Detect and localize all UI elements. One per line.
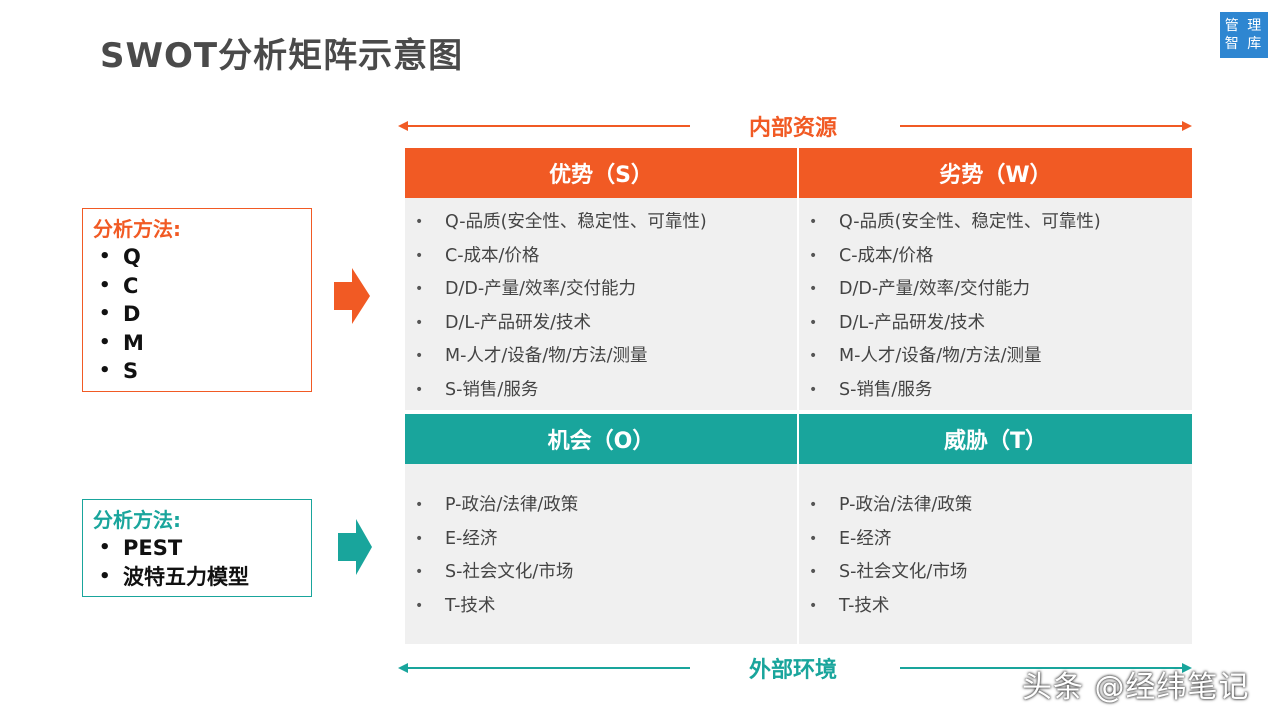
threat-item: P-政治/法律/政策 <box>799 489 1192 523</box>
weakness-item: S-销售/服务 <box>799 374 1192 408</box>
opportunity-item: S-社会文化/市场 <box>405 556 797 590</box>
weakness-item: D/D-产量/效率/交付能力 <box>799 273 1192 307</box>
external-axis-label: 外部环境 <box>748 658 837 683</box>
threat-item: S-社会文化/市场 <box>799 556 1192 590</box>
opportunities-header: 机会（O） <box>405 414 797 464</box>
internal-method-item: Q <box>93 243 301 272</box>
weakness-item: D/L-产品研发/技术 <box>799 307 1192 341</box>
internal-method-item: S <box>93 357 301 386</box>
strength-item: M-人才/设备/物/方法/测量 <box>405 340 797 374</box>
external-method-item: PEST <box>93 534 301 563</box>
external-arrow-icon <box>338 519 372 575</box>
external-method-heading: 分析方法: <box>93 508 181 532</box>
weakness-item: M-人才/设备/物/方法/测量 <box>799 340 1192 374</box>
internal-axis-arrows <box>398 121 1192 131</box>
threats-header: 威胁（T） <box>799 414 1192 464</box>
internal-method-item: M <box>93 329 301 358</box>
internal-method-item: D <box>93 300 301 329</box>
opportunities-cell: P-政治/法律/政策 E-经济 S-社会文化/市场 T-技术 <box>405 464 797 644</box>
strength-item: S-销售/服务 <box>405 374 797 408</box>
weakness-item: Q-品质(安全性、稳定性、可靠性) <box>799 206 1192 240</box>
page-title: SWOT分析矩阵示意图 <box>100 36 464 76</box>
weaknesses-cell: Q-品质(安全性、稳定性、可靠性) C-成本/价格 D/D-产量/效率/交付能力… <box>799 198 1192 410</box>
strengths-header: 优势（S） <box>405 148 797 198</box>
external-axis-arrows <box>398 663 1192 673</box>
external-method-box: 分析方法: PEST 波特五力模型 <box>82 499 312 597</box>
internal-axis-label: 内部资源 <box>748 116 837 141</box>
threats-cell: P-政治/法律/政策 E-经济 S-社会文化/市场 T-技术 <box>799 464 1192 644</box>
strengths-cell: Q-品质(安全性、稳定性、可靠性) C-成本/价格 D/D-产量/效率/交付能力… <box>405 198 797 410</box>
threat-item: T-技术 <box>799 590 1192 624</box>
brand-logo: 管 理 智 库 <box>1220 12 1268 58</box>
internal-method-box: 分析方法: Q C D M S <box>82 208 312 392</box>
logo-line-2: 智 库 <box>1224 36 1264 52</box>
internal-method-heading: 分析方法: <box>93 217 181 241</box>
strength-item: Q-品质(安全性、稳定性、可靠性) <box>405 206 797 240</box>
strength-item: D/D-产量/效率/交付能力 <box>405 273 797 307</box>
opportunity-item: T-技术 <box>405 590 797 624</box>
weakness-item: C-成本/价格 <box>799 240 1192 274</box>
opportunity-item: P-政治/法律/政策 <box>405 489 797 523</box>
external-method-item: 波特五力模型 <box>93 563 301 592</box>
internal-arrow-icon <box>334 268 370 324</box>
watermark-text: 头条 @经纬笔记 <box>1022 670 1250 705</box>
internal-method-item: C <box>93 272 301 301</box>
weaknesses-header: 劣势（W） <box>799 148 1192 198</box>
threat-item: E-经济 <box>799 523 1192 557</box>
opportunity-item: E-经济 <box>405 523 797 557</box>
logo-line-1: 管 理 <box>1224 18 1264 34</box>
strength-item: D/L-产品研发/技术 <box>405 307 797 341</box>
strength-item: C-成本/价格 <box>405 240 797 274</box>
